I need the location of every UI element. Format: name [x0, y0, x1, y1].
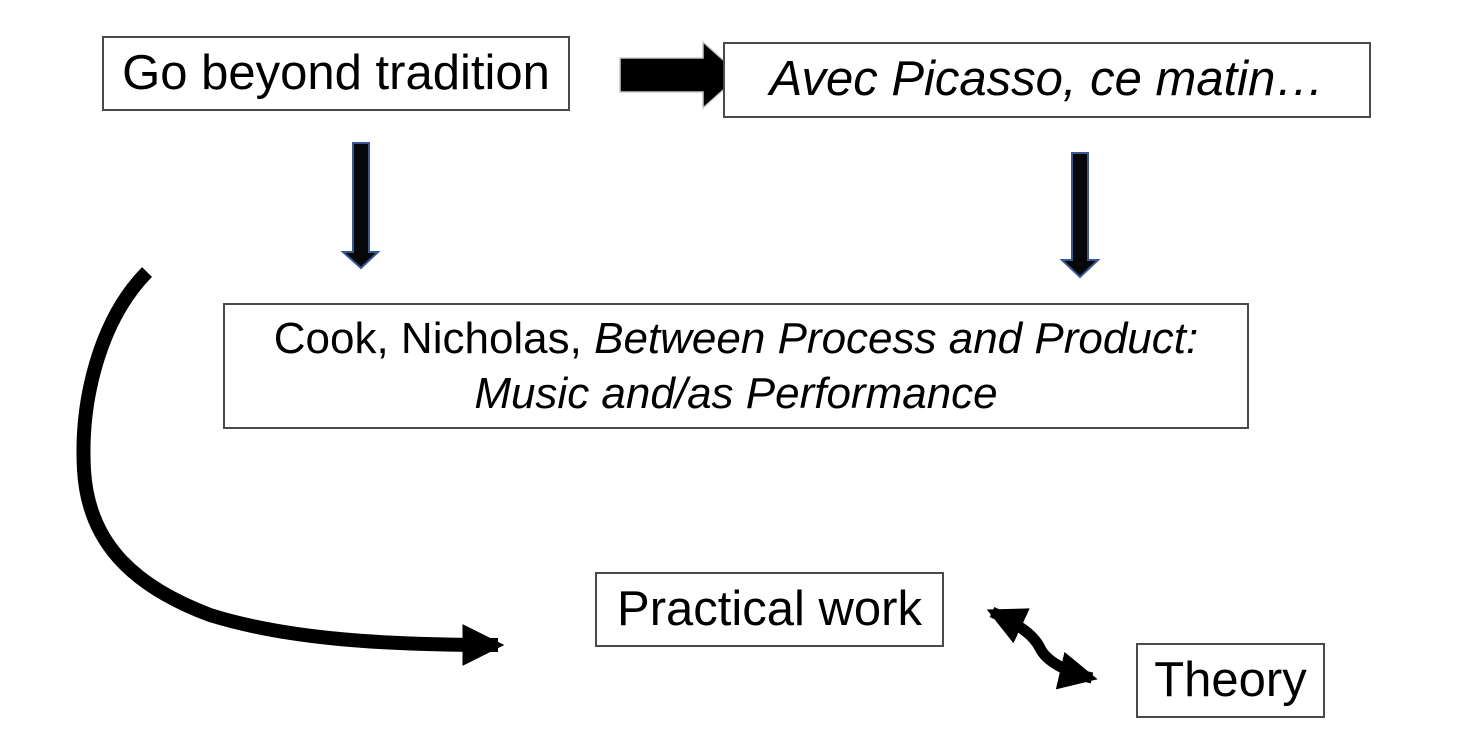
- node-label: Theory: [1154, 652, 1307, 707]
- reference-title-line1: Between Process and Product:: [594, 314, 1199, 363]
- node-label: Practical work: [617, 581, 922, 636]
- node-avec-picasso: Avec Picasso, ce matin…: [723, 42, 1371, 118]
- double-headed-wavy-arrow-icon: [986, 607, 1098, 690]
- node-practical-work: Practical work: [595, 572, 944, 647]
- node-theory: Theory: [1136, 643, 1325, 718]
- node-label: Avec Picasso, ce matin…: [769, 52, 1325, 107]
- reference-author: Cook, Nicholas,: [273, 314, 595, 363]
- block-right-arrow-icon: [619, 40, 742, 110]
- curved-arrow-icon: [76, 267, 505, 666]
- reference-text: Cook, Nicholas, Between Process and Prod…: [274, 311, 1198, 421]
- down-arrow-icon: [340, 142, 381, 270]
- down-arrow-icon: [1059, 152, 1101, 279]
- node-go-beyond-tradition: Go beyond tradition: [102, 36, 570, 111]
- node-reference-citation: Cook, Nicholas, Between Process and Prod…: [223, 303, 1249, 429]
- reference-title-line2: Music and/as Performance: [474, 369, 998, 418]
- node-label: Go beyond tradition: [122, 45, 550, 100]
